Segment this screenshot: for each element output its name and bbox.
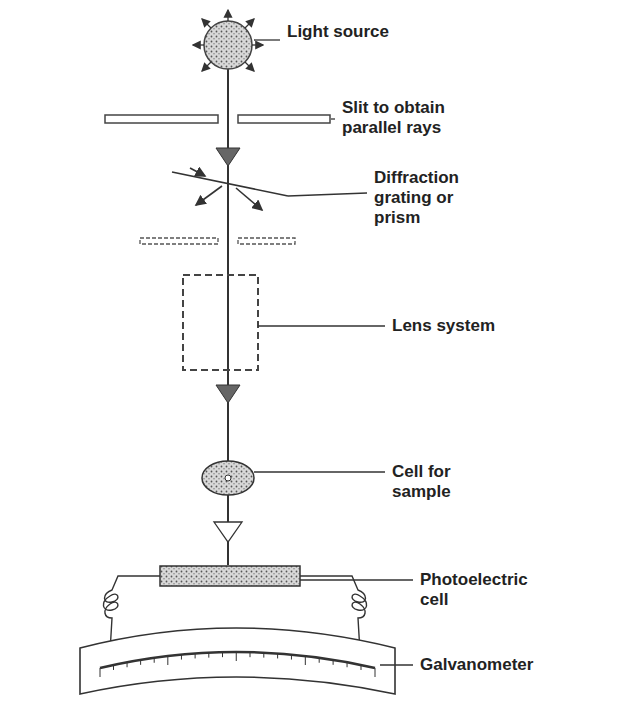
sample-cell	[202, 461, 254, 495]
part-label: Slit to obtain parallel rays	[340, 98, 494, 138]
part-label: Cell for sample	[390, 462, 489, 502]
light-source	[193, 10, 263, 71]
part-label: Galvanometer	[418, 655, 612, 675]
part-label: Diffraction grating or prism	[372, 168, 501, 228]
part-label: Lens system	[390, 316, 564, 336]
part-label: Photoelectric cell	[418, 570, 562, 610]
beam-arrow	[216, 148, 240, 166]
diffraction-grating	[172, 168, 288, 210]
photoelectric-cell	[160, 566, 300, 586]
part-label: Light source	[285, 22, 399, 42]
lens-system	[183, 275, 258, 370]
beam-arrow	[216, 385, 240, 403]
slit	[140, 238, 295, 244]
beam-arrow	[214, 522, 242, 542]
slit	[105, 115, 330, 123]
galvanometer	[80, 628, 395, 694]
